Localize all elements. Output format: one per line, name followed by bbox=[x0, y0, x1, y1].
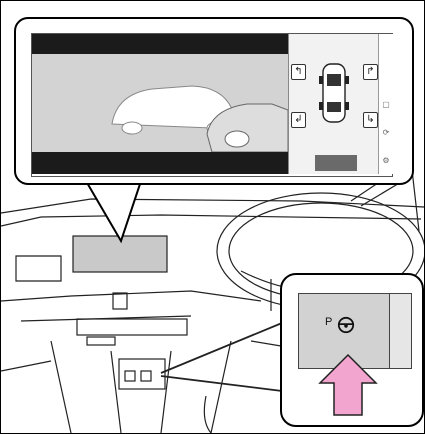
gear-icon[interactable]: ⚙ bbox=[381, 156, 391, 166]
turn-left-arrow-icon[interactable]: ↰ bbox=[291, 64, 306, 80]
back-left-arrow-icon[interactable]: ↲ bbox=[291, 112, 306, 128]
camera-icon[interactable]: ▢ bbox=[381, 100, 391, 110]
switch-callout: P bbox=[280, 273, 424, 427]
steering-wheel-icon bbox=[337, 316, 355, 334]
view-control-panel: ↰ ↱ ↲ ↳ bbox=[288, 34, 379, 174]
camera-view bbox=[32, 54, 288, 152]
turn-right-arrow-icon[interactable]: ↱ bbox=[363, 64, 378, 80]
parking-label: P bbox=[325, 316, 332, 328]
car-top-view-icon bbox=[317, 62, 351, 126]
display-bottom-bar bbox=[32, 152, 288, 174]
view-switch-button[interactable] bbox=[315, 155, 357, 171]
rotate-icon[interactable]: ⟳ bbox=[381, 128, 391, 138]
display-top-bar bbox=[32, 34, 288, 54]
back-right-arrow-icon[interactable]: ↳ bbox=[363, 112, 378, 128]
right-icon-rail: ▢ ⟳ ⚙ bbox=[378, 34, 393, 174]
car-perspective-illustration bbox=[32, 54, 288, 152]
multimedia-display: ↰ ↱ ↲ ↳ ▢ ⟳ ⚙ bbox=[31, 33, 393, 177]
press-arrow-icon bbox=[318, 353, 378, 417]
